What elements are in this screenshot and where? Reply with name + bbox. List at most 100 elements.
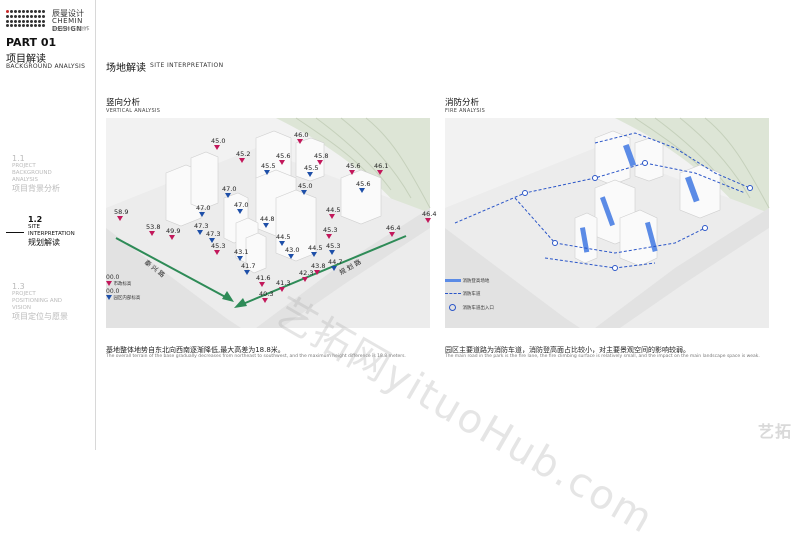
part-title-en: BACKGROUND ANALYSIS — [6, 63, 86, 70]
elevation-label: 46.4 — [386, 224, 400, 232]
elevation-label: 45.6 — [356, 180, 370, 188]
elevation-marker-icon — [244, 270, 250, 275]
part-number: PART 01 — [6, 36, 57, 49]
elevation-marker-icon — [263, 223, 269, 228]
elevation-label: 45.3 — [326, 242, 340, 250]
elevation-marker-icon — [214, 250, 220, 255]
fire-lane-entrances — [522, 160, 753, 271]
elevation-label: 53.8 — [146, 223, 160, 231]
elevation-marker-icon — [314, 270, 320, 275]
elevation-label: 46.1 — [374, 162, 388, 170]
legend-circle-icon — [449, 304, 456, 311]
elevation-marker-icon — [301, 190, 307, 195]
elevation-marker-icon — [259, 282, 265, 287]
road — [106, 228, 241, 328]
page-title-cn: 场地解读 — [106, 63, 146, 74]
terrain-hill — [276, 118, 430, 238]
elevation-marker-icon — [169, 235, 175, 240]
legend-fire-climbing: 消防登高场地 — [445, 278, 489, 284]
fire-climbing-areas — [580, 143, 700, 253]
road — [256, 208, 430, 328]
legend-marker-icon — [106, 281, 112, 286]
elevation-marker-icon — [279, 160, 285, 165]
elevation-label: 46.0 — [294, 131, 308, 139]
elevation-marker-icon — [239, 158, 245, 163]
building-group — [165, 130, 382, 274]
legend-label: 消防登高场地 — [462, 279, 490, 284]
elevation-label: 41.6 — [256, 274, 270, 282]
nav-item-cn: 项目背景分析 — [12, 184, 60, 193]
fire-map: 消防登高场地 消防车道 消防车道出入口 — [445, 117, 770, 328]
elevation-marker-icon — [288, 254, 294, 259]
fire-caption-cn: 园区主要道路为消防车道，消防登高面占比较小，对主要景观空间的影响较弱。 — [445, 346, 690, 354]
elevation-label: 45.6 — [346, 162, 360, 170]
elevation-label: 41.3 — [276, 279, 290, 287]
brand-logo-icon — [6, 10, 46, 28]
elevation-label: 41.7 — [241, 262, 255, 270]
elevation-marker-icon — [199, 212, 205, 217]
elevation-marker-icon — [329, 214, 335, 219]
elevation-marker-icon — [317, 160, 323, 165]
brand-tagline: 职业园林 匠意创作 — [52, 27, 90, 32]
nav-active-indicator — [6, 232, 24, 233]
elevation-marker-icon — [279, 241, 285, 246]
elevation-marker-icon — [329, 250, 335, 255]
nav-item-en: INTERPRETATION — [28, 231, 75, 237]
legend-city-elevation: 00.0 市政标高 — [106, 274, 131, 287]
sidebar: 辰曼设计 CHEMIN DESIGN 职业园林 匠意创作 PART 01 项目解… — [0, 0, 96, 450]
elevation-marker-icon — [117, 216, 123, 221]
fire-title-en: FIRE ANALYSIS — [445, 108, 486, 114]
elevation-marker-icon — [326, 234, 332, 239]
fire-caption-en: The main road in the park is the fire la… — [445, 354, 760, 359]
elevation-label: 44.7 — [328, 258, 342, 266]
elevation-label: 45.3 — [211, 242, 225, 250]
elevation-label: 43.8 — [311, 262, 325, 270]
elevation-marker-icon — [197, 230, 203, 235]
elevation-label: 45.6 — [276, 152, 290, 160]
elevation-label: 47.0 — [222, 185, 236, 193]
elevation-marker-icon — [331, 266, 337, 271]
legend-label: 园区内部标高 — [113, 296, 141, 301]
elevation-marker-icon — [307, 172, 313, 177]
elevation-label: 46.4 — [422, 210, 436, 218]
nav-item-en: BACKGROUND — [12, 170, 52, 176]
vertical-caption-cn: 基地整体地势自东北向西南逐渐降低,最大高差为18.8米。 — [106, 346, 285, 354]
nav-item-en: PROJECT — [12, 163, 36, 169]
nav-item-background[interactable]: 1.1 PROJECT BACKGROUND ANALYSIS 项目背景分析 — [12, 155, 60, 193]
elevation-label: 44.8 — [260, 215, 274, 223]
elevation-marker-icon — [302, 277, 308, 282]
legend-label: 市政标高 — [113, 282, 132, 287]
nav-item-en: VISION — [12, 305, 31, 311]
elevation-label: 45.0 — [298, 182, 312, 190]
corner-logo: 艺拓 — [757, 422, 792, 441]
nav-item-positioning[interactable]: 1.3 PROJECT POSITIONING AND VISION 项目定位与… — [12, 282, 68, 321]
terrain-hill — [615, 118, 769, 238]
elevation-label: 45.0 — [211, 137, 225, 145]
elevation-label: 58.9 — [114, 208, 128, 216]
nav-item-en: POSITIONING AND — [12, 298, 63, 304]
elevation-label: 45.5 — [304, 164, 318, 172]
terrain-arrow — [237, 235, 407, 307]
elevation-marker-icon — [262, 298, 268, 303]
fire-map-drawing — [445, 117, 770, 328]
nav-item-cn: 规划解读 — [28, 238, 60, 247]
elevation-label: 47.0 — [196, 204, 210, 212]
legend-value: 00.0 — [106, 274, 120, 281]
road — [595, 208, 769, 328]
elevation-marker-icon — [311, 252, 317, 257]
elevation-label: 43.0 — [285, 246, 299, 254]
elevation-marker-icon — [389, 232, 395, 237]
nav-item-cn: 项目定位与愿景 — [12, 312, 68, 321]
road — [445, 228, 580, 328]
brand-name-cn: 辰曼设计 — [52, 9, 84, 18]
elevation-label: 42.3 — [299, 269, 313, 277]
legend-label: 消防车道出入口 — [462, 306, 494, 311]
elevation-marker-icon — [349, 170, 355, 175]
nav-item-site-interpretation[interactable]: 1.2 SITE INTERPRETATION 规划解读 — [28, 216, 75, 247]
terrain-arrow — [115, 237, 232, 301]
elevation-marker-icon — [377, 170, 383, 175]
nav-item-number: 1.3 — [12, 282, 25, 291]
elevation-label: 45.2 — [236, 150, 250, 158]
